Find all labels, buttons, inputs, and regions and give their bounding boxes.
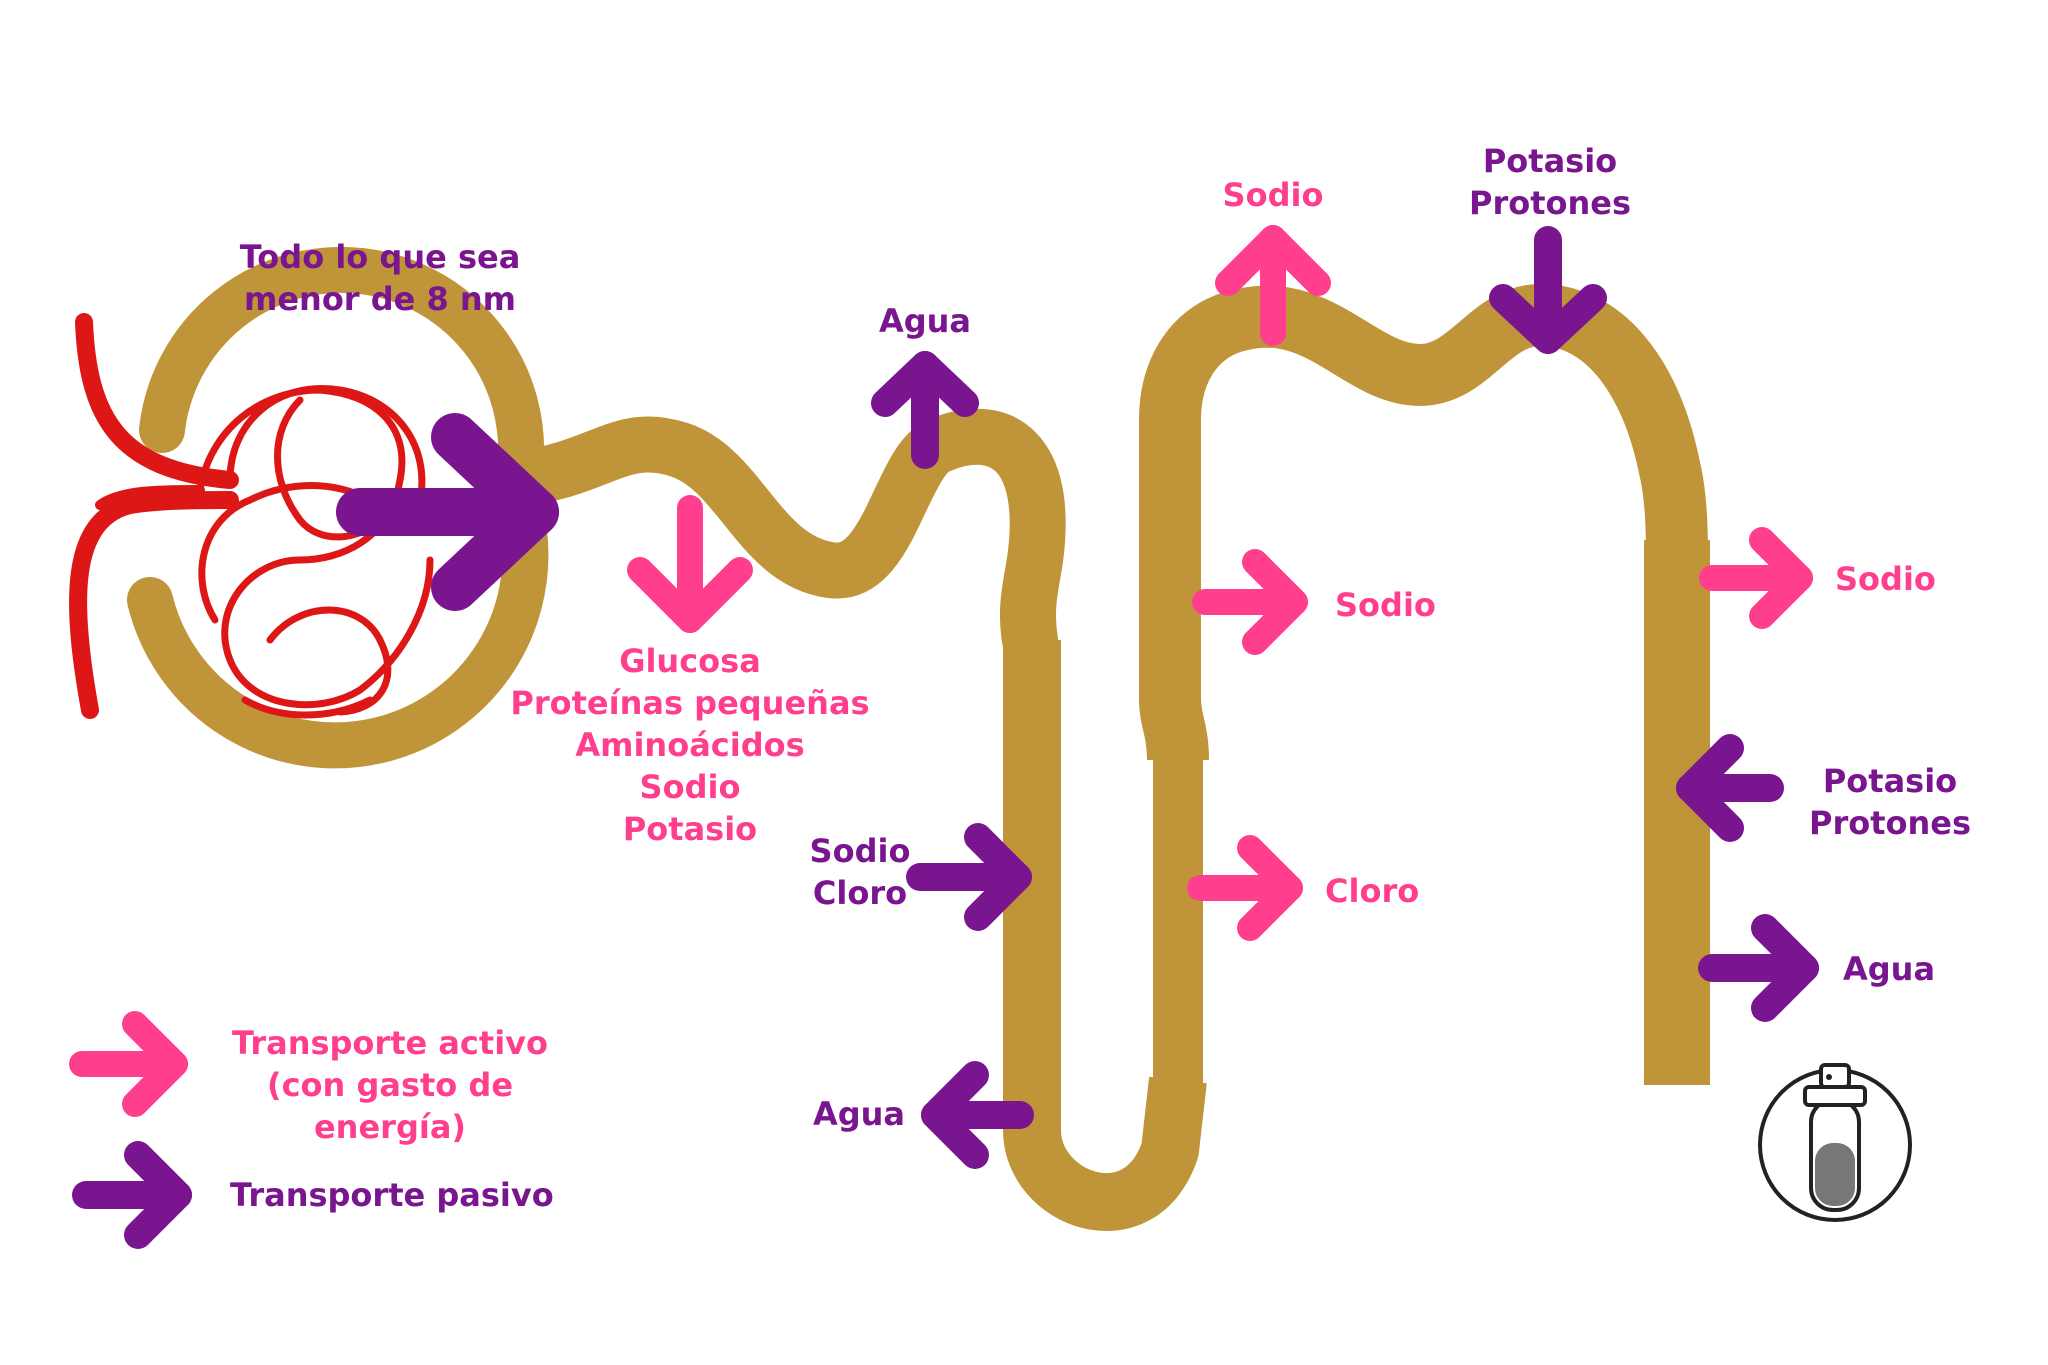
legend-passive-label: Transporte pasivo — [230, 1176, 554, 1214]
arrow-descending-sodium-chloride — [906, 823, 1032, 931]
arrow-collecting-secretion — [1676, 734, 1784, 842]
arrow-ascending-chloride — [1187, 835, 1303, 941]
arrow-proximal-water — [871, 351, 979, 469]
legend-passive-arrow-icon — [72, 1141, 192, 1249]
distal-sodium-label: Sodio — [1222, 176, 1324, 214]
test-tube-logo-icon — [1758, 1063, 1912, 1222]
arrow-distal-sodium-up — [1215, 225, 1331, 346]
descending-water-label: Agua — [812, 1095, 905, 1133]
filtration-label: Todo lo que sea menor de 8 nm — [239, 238, 521, 318]
active-arrows — [69, 225, 1813, 1117]
proximal-reabsorbed-label: Glucosa Proteínas pequeñas Aminoácidos S… — [510, 642, 870, 848]
arrow-distal-secretion — [1489, 226, 1607, 354]
renal-tubule — [492, 284, 1710, 1231]
arrow-proximal-reabsorption — [627, 495, 753, 633]
descending-sodium-chloride-label: Sodio Cloro — [809, 832, 911, 912]
legend-active-arrow-icon — [69, 1011, 188, 1117]
arrow-filtration — [336, 413, 559, 611]
collecting-water-label: Agua — [1843, 950, 1936, 988]
proximal-water-label: Agua — [878, 302, 972, 340]
passive-arrows — [72, 226, 1819, 1249]
collecting-sodium-label: Sodio — [1835, 560, 1936, 598]
arrow-descending-water — [921, 1061, 1034, 1169]
ascending-chloride-label: Cloro — [1325, 872, 1420, 910]
arrow-ascending-sodium — [1192, 549, 1308, 655]
distal-secretion-label: Potasio Protones — [1468, 142, 1632, 222]
glomerulus-capillaries — [69, 313, 434, 719]
collecting-secretion-label: Potasio Protones — [1808, 762, 1972, 842]
arrow-collecting-water — [1698, 914, 1819, 1022]
legend-active-label: Transporte activo (con gasto de energía) — [232, 1024, 548, 1146]
ascending-sodium-label: Sodio — [1335, 586, 1436, 624]
bowman-capsule — [127, 246, 549, 769]
arrow-collecting-sodium — [1699, 527, 1813, 629]
